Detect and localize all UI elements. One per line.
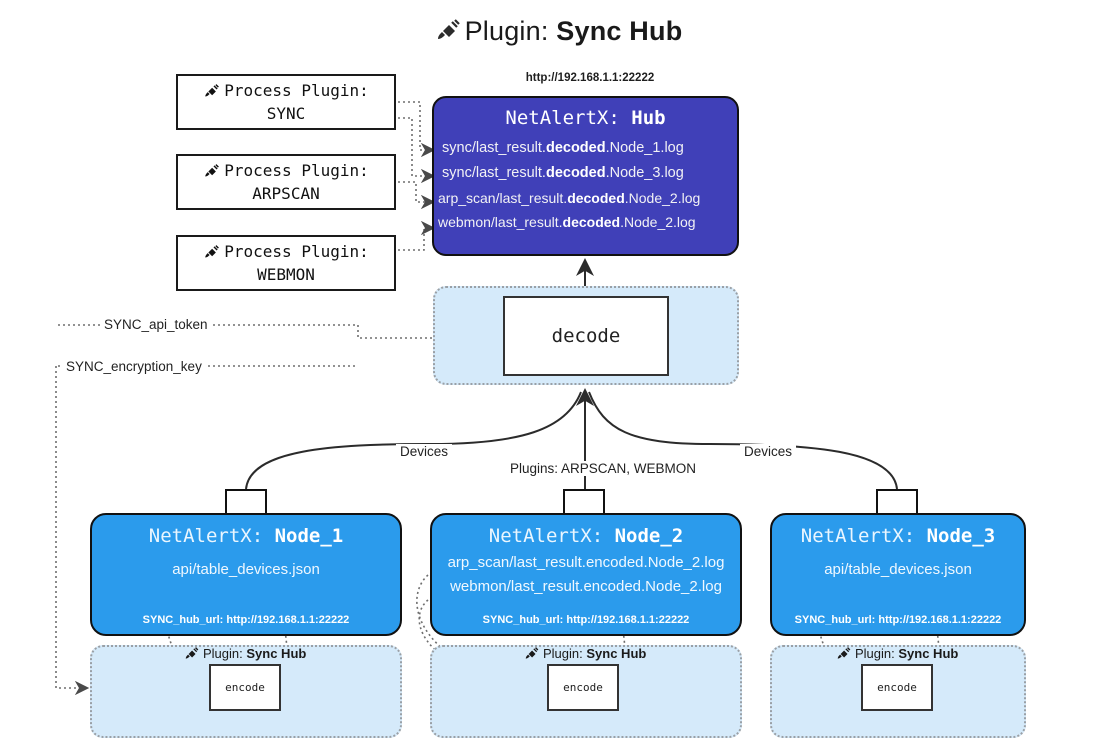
node-title: NetAlertX: Node_1 — [92, 525, 400, 547]
process-plugin-name: WEBMON — [257, 265, 315, 285]
plug-icon — [184, 647, 199, 664]
edge-label-plugins-middle: Plugins: ARPSCAN, WEBMON — [506, 461, 701, 476]
page-title-name: Sync Hub — [556, 16, 683, 46]
process-plugin-heading: Process Plugin: — [178, 161, 394, 184]
hub-url-label: http://192.168.1.1:22222 — [525, 72, 655, 84]
hub-title: NetAlertX: Hub — [434, 107, 737, 129]
plugin-container-name: Sync Hub — [246, 646, 307, 661]
encode-box-node-1[interactable]: encode — [209, 664, 281, 711]
node-title-prefix: NetAlertX: — [800, 525, 927, 547]
hub-log-post: .Node_2.log — [624, 189, 701, 206]
process-plugin-heading-text: Process Plugin: — [224, 161, 369, 180]
hub-log-post: .Node_1.log — [605, 140, 684, 156]
node-title-name: Node_2 — [614, 525, 684, 547]
process-plugin-heading-text: Process Plugin: — [224, 81, 369, 100]
node-title: NetAlertX: Node_3 — [772, 525, 1024, 547]
plugin-container-label: Plugin: Sync Hub — [524, 646, 646, 664]
hub-title-prefix: NetAlertX: — [505, 107, 632, 129]
hub-log-pre: webmon/last_result. — [438, 213, 563, 230]
label-sync-encryption-key: SYNC_encryption_key — [62, 359, 206, 374]
hub-log-pre: sync/last_result. — [442, 164, 546, 181]
hub-log-pre: sync/last_result. — [442, 140, 546, 156]
node-hub-url: SYNC_hub_url: http://192.168.1.1:22222 — [142, 614, 350, 626]
process-plugin-heading: Process Plugin: — [178, 81, 394, 104]
plugin-container-name: Sync Hub — [898, 646, 959, 661]
hub-log-pre: arp_scan/last_result. — [438, 189, 568, 206]
plugin-container-prefix: Plugin: — [203, 646, 247, 661]
decode-box[interactable]: decode — [503, 296, 669, 376]
plug-icon — [524, 647, 539, 664]
page-title: Plugin: Sync Hub — [0, 16, 1117, 50]
encode-box-node-2[interactable]: encode — [547, 664, 619, 711]
node-title-prefix: NetAlertX: — [488, 525, 615, 547]
node-hub-url: SYNC_hub_url: http://192.168.1.1:22222 — [482, 614, 690, 626]
hub-log-line: arp_scan/last_result.decoded.Node_2.log — [434, 186, 737, 210]
node-box-node-1[interactable]: NetAlertX: Node_1 api/table_devices.json… — [90, 513, 402, 636]
process-plugin-box-sync[interactable]: Process Plugin: SYNC — [176, 74, 396, 130]
process-plugin-name: ARPSCAN — [252, 184, 320, 204]
hub-log-emphasis: decoded — [562, 213, 621, 230]
process-plugin-box-arpscan[interactable]: Process Plugin: ARPSCAN — [176, 154, 396, 210]
process-plugin-heading-text: Process Plugin: — [224, 242, 369, 261]
node-title-name: Node_3 — [926, 525, 996, 547]
node-title: NetAlertX: Node_2 — [432, 525, 740, 547]
process-plugin-name: SYNC — [266, 104, 306, 124]
node-box-node-2[interactable]: NetAlertX: Node_2 arp_scan/last_result.e… — [430, 513, 742, 636]
hub-log-post: .Node_3.log — [605, 164, 684, 181]
process-plugin-heading: Process Plugin: — [178, 242, 394, 265]
edge-label-devices-right: Devices — [740, 444, 797, 459]
node-title-prefix: NetAlertX: — [148, 525, 275, 547]
hub-node-box[interactable]: NetAlertX: Hub sync/last_result.decoded.… — [432, 96, 739, 256]
node-hub-url: SYNC_hub_url: http://192.168.1.1:22222 — [794, 614, 1002, 626]
hub-log-emphasis: decoded — [545, 164, 606, 181]
hub-log-emphasis: decoded — [567, 189, 625, 206]
node-box-node-3[interactable]: NetAlertX: Node_3 api/table_devices.json… — [770, 513, 1026, 636]
hub-log-line: webmon/last_result.decoded.Node_2.log — [434, 210, 737, 234]
plug-icon — [203, 164, 220, 184]
encode-box-node-3[interactable]: encode — [861, 664, 933, 711]
plug-icon — [203, 84, 220, 104]
process-plugin-box-webmon[interactable]: Process Plugin: WEBMON — [176, 235, 396, 291]
node-resource-line: webmon/last_result.encoded.Node_2.log — [450, 578, 722, 595]
node-resource-line: arp_scan/last_result.encoded.Node_2.log — [447, 554, 725, 571]
hub-log-post: .Node_2.log — [620, 213, 696, 230]
hub-log-emphasis: decoded — [545, 140, 606, 156]
node-resource-line: api/table_devices.json — [824, 561, 972, 578]
plug-icon — [836, 647, 851, 664]
node-title-name: Node_1 — [274, 525, 344, 547]
plugin-container-label: Plugin: Sync Hub — [836, 646, 958, 664]
plugin-container-label: Plugin: Sync Hub — [184, 646, 306, 664]
plugin-container-prefix: Plugin: — [855, 646, 899, 661]
plug-icon — [203, 245, 220, 265]
plugin-container-prefix: Plugin: — [543, 646, 587, 661]
plugin-container-name: Sync Hub — [586, 646, 647, 661]
edge-label-devices-left: Devices — [396, 444, 453, 459]
label-sync-api-token: SYNC_api_token — [100, 317, 212, 332]
page-title-prefix: Plugin: — [464, 16, 557, 46]
hub-log-line: sync/last_result.decoded.Node_3.log — [434, 161, 737, 186]
plug-icon — [435, 19, 461, 50]
hub-title-name: Hub — [631, 107, 666, 129]
hub-log-line: sync/last_result.decoded.Node_1.log — [434, 136, 737, 161]
node-resource-line: api/table_devices.json — [172, 561, 320, 578]
